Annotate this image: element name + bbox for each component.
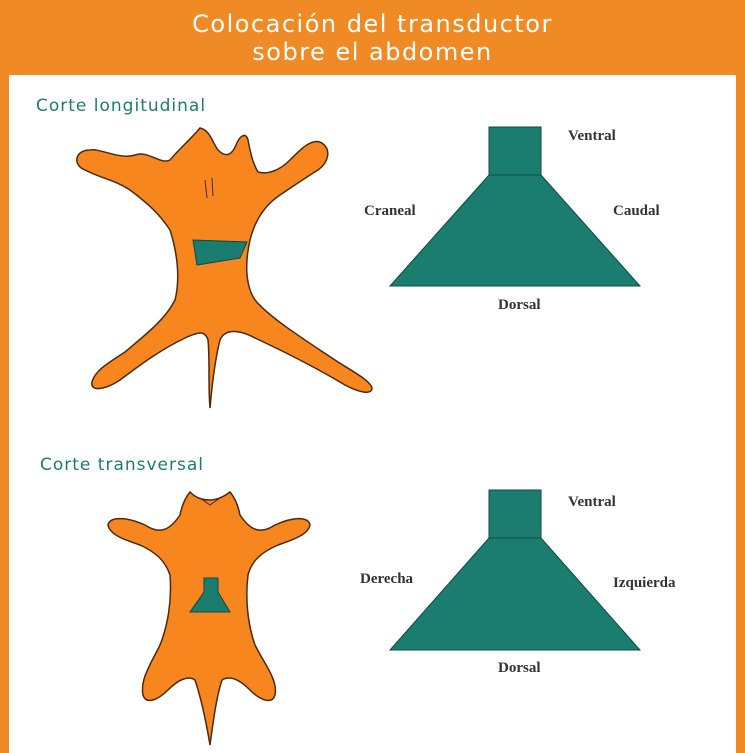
label-ventral-transversal: Ventral xyxy=(568,494,616,511)
label-derecha: Derecha xyxy=(360,571,413,588)
label-dorsal-transversal: Dorsal xyxy=(498,660,541,677)
ultrasound-beam-transversal xyxy=(390,538,640,650)
transducer-probe-transversal xyxy=(489,490,541,538)
label-izquierda: Izquierda xyxy=(613,575,676,592)
